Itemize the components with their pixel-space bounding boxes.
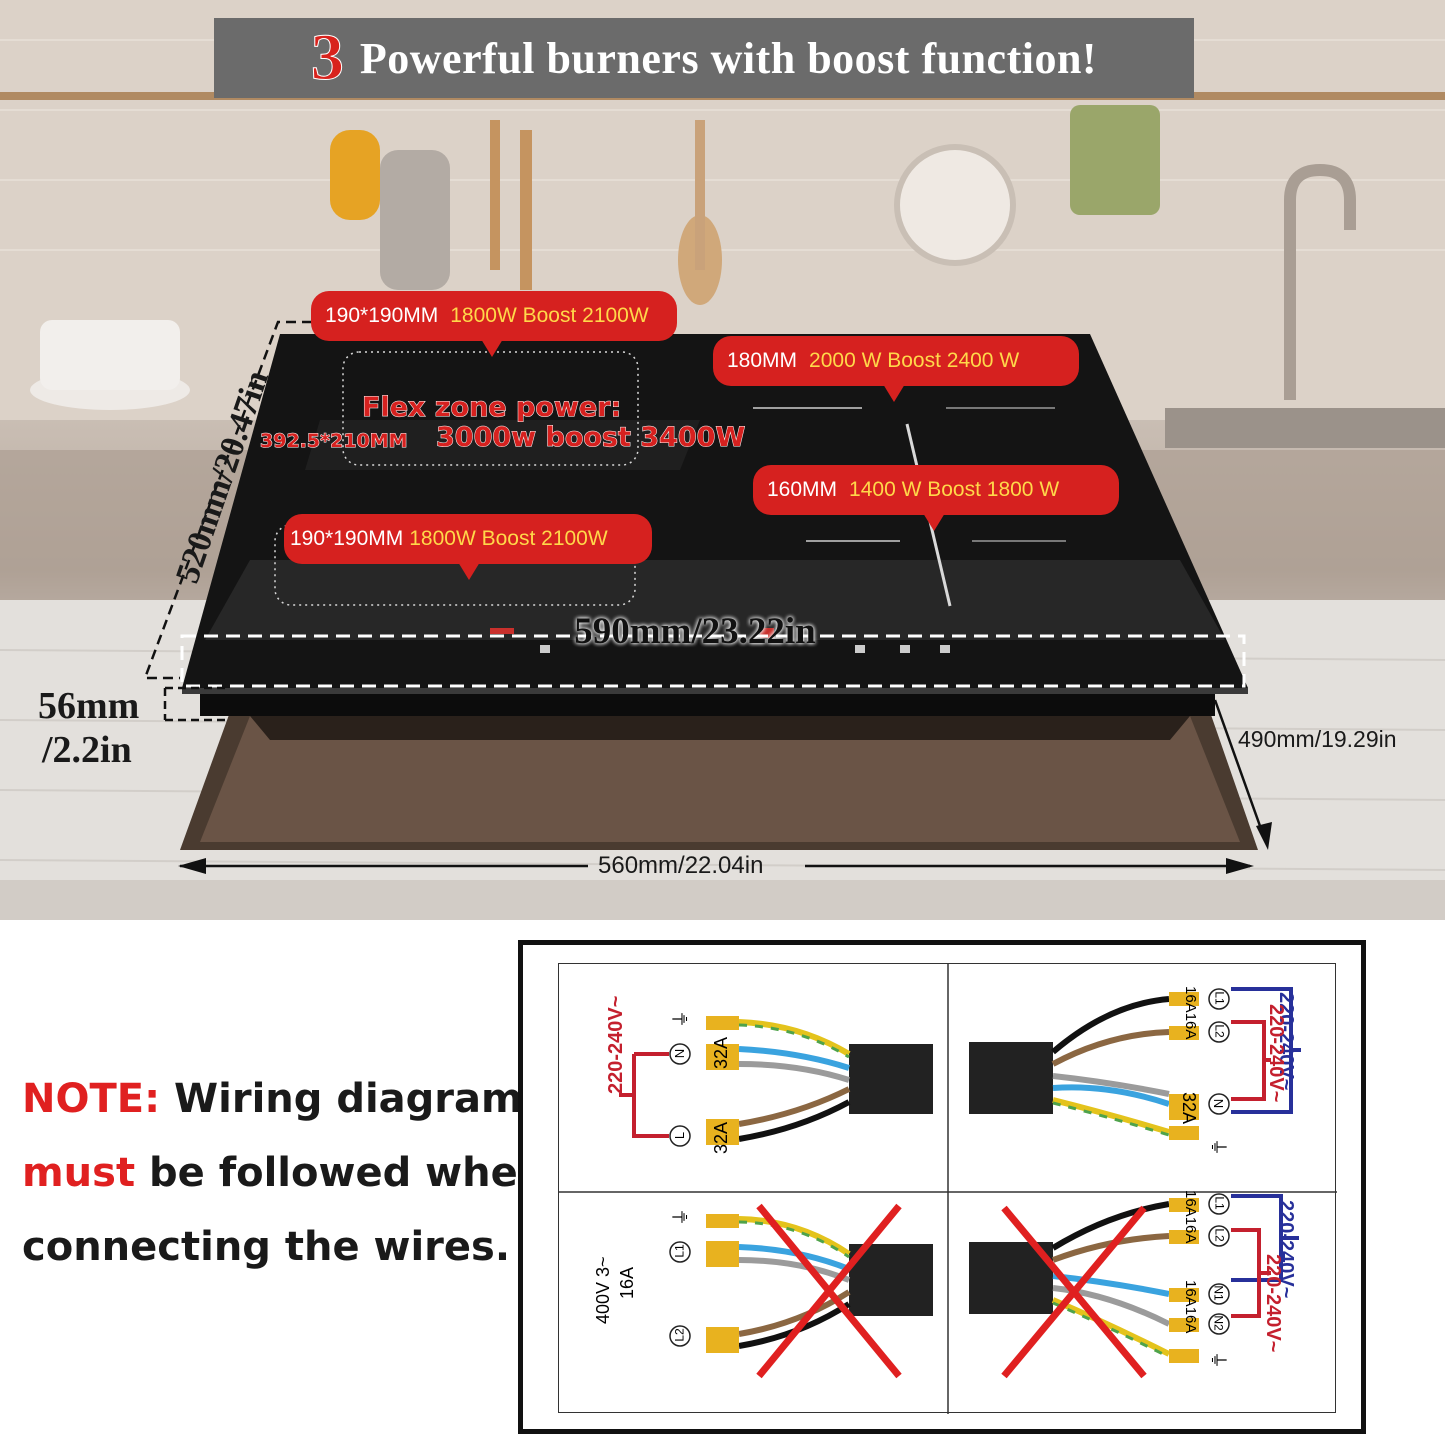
tl-terminal-l: L xyxy=(672,1131,688,1140)
ground-icon: ⏚ xyxy=(671,1010,691,1028)
callout-middle-right-burner: 160MM 1400 W Boost 1800 W xyxy=(753,465,1119,531)
br-terminal-l1: L1 xyxy=(1212,1196,1227,1210)
tl-terminal-n: N xyxy=(672,1048,688,1059)
callout-pointer xyxy=(923,513,945,531)
br-ratings-bottom: 16A16A xyxy=(1182,1280,1199,1334)
banner-text: Powerful burners with boost function! xyxy=(359,33,1098,83)
bl-terminal-l1: L1 xyxy=(672,1244,687,1258)
burner-power: 1800W Boost 2100W xyxy=(450,304,649,327)
kitchen-scene: 3 Powerful burners with boost function! … xyxy=(0,0,1445,920)
headline-banner: 3 Powerful burners with boost function! xyxy=(214,18,1194,98)
burner-size: 190*190MM xyxy=(325,304,439,327)
note-text: Wiring diagram xyxy=(160,1076,523,1122)
br-ratings-top: 16A16A xyxy=(1182,1190,1199,1244)
callout-pointer xyxy=(481,339,503,357)
tr-ratings-top: 16A16A xyxy=(1182,986,1199,1040)
tr-rating-bottom: 32A xyxy=(1179,1092,1199,1125)
br-terminal-n1: N1 xyxy=(1211,1285,1226,1301)
height-dimension-inches: /2.2in xyxy=(42,729,132,771)
tl-voltage: 220-240V~ xyxy=(605,995,627,1094)
burner-power: 1800W Boost 2100W xyxy=(409,527,608,550)
callout-top-right-burner: 180MM 2000 W Boost 2400 W xyxy=(713,336,1079,402)
tr-terminal-l2: L2 xyxy=(1212,1024,1227,1038)
note-label: NOTE: xyxy=(22,1076,161,1122)
note-line-3: connecting the wires. xyxy=(22,1224,511,1270)
note-emphasis: must xyxy=(22,1150,136,1196)
callout-bottom-left-burner: 190*190MM 1800W Boost 2100W xyxy=(284,514,652,580)
burner-size: 180MM xyxy=(727,349,798,372)
callout-pointer xyxy=(458,562,480,580)
ground-icon: ⏚ xyxy=(1208,1138,1228,1156)
br-terminal-l2: L2 xyxy=(1212,1228,1227,1242)
tl-rating-bottom: 32A xyxy=(711,1121,731,1154)
burner-power: 1400 W Boost 1800 W xyxy=(849,478,1060,501)
tr-terminal-n: N xyxy=(1211,1098,1227,1109)
bl-terminal-l2: L2 xyxy=(672,1328,687,1342)
width-dimension-label: 590mm/23.22in xyxy=(574,611,816,652)
note-line-2: must be followed when xyxy=(22,1150,546,1196)
ground-icon: ⏚ xyxy=(1208,1351,1228,1369)
callout-top-left-burner: 190*190MM 1800W Boost 2100W xyxy=(311,291,677,357)
note-text: be followed when xyxy=(135,1150,547,1196)
tr-terminal-l1: L1 xyxy=(1212,991,1227,1005)
callout-pointer xyxy=(883,384,905,402)
kitchen-background-illustration xyxy=(0,0,1445,920)
bl-current: 16A xyxy=(617,1266,637,1299)
cutout-width-label: 560mm/22.04in xyxy=(598,852,764,879)
banner-number: 3 xyxy=(310,21,344,94)
ground-icon: ⏚ xyxy=(671,1208,691,1226)
wiring-grid: 220-240V~ ⏚ N L 32A 32A 220-240V~ 220-24… xyxy=(558,963,1337,1414)
tr-voltage-inner: 220-240V~ xyxy=(1265,1004,1287,1103)
tl-rating-top: 32A xyxy=(711,1036,731,1069)
burner-power: 2000 W Boost 2400 W xyxy=(809,349,1020,372)
br-terminal-n2: N2 xyxy=(1211,1315,1226,1331)
flex-zone-size: 392.5*210MM xyxy=(260,430,409,453)
cutout-depth-label: 490mm/19.29in xyxy=(1238,726,1397,752)
flex-zone-title: Flex zone power: xyxy=(361,392,622,424)
note-line-1: NOTE: Wiring diagram xyxy=(22,1076,523,1122)
bl-voltage: 400V 3~ xyxy=(593,1256,613,1324)
wiring-diagram: 220-240V~ ⏚ N L 32A 32A 220-240V~ 220-24… xyxy=(518,940,1366,1434)
br-voltage-inner: 220-240V~ xyxy=(1262,1254,1284,1353)
burner-size: 190*190MM xyxy=(290,527,404,550)
flex-zone-power: 3000w boost 3400W xyxy=(435,422,746,454)
wiring-graphics xyxy=(559,964,1337,1414)
height-dimension-label: 56mm xyxy=(38,685,140,727)
burner-size: 160MM xyxy=(767,478,838,501)
